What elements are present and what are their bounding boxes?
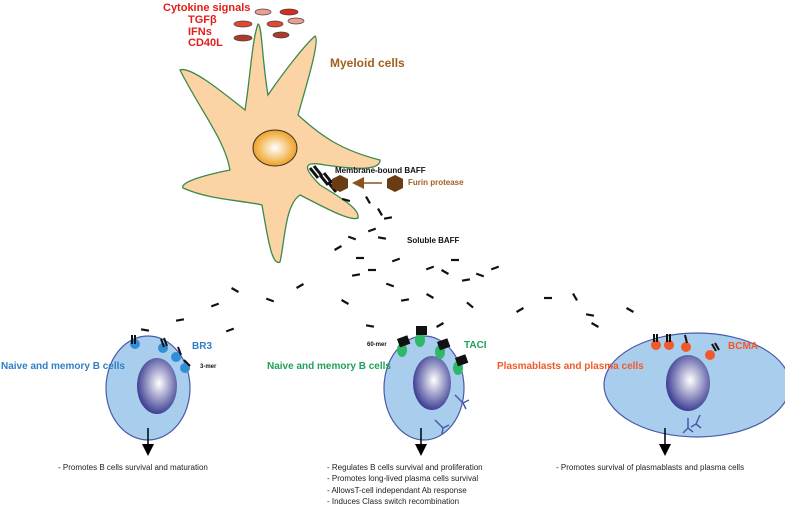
baff-fragment (351, 273, 361, 277)
cytokine-cd40l: CD40L (188, 37, 223, 49)
baff-fragment (466, 301, 474, 309)
receptor-br3: BR3 (192, 341, 212, 352)
baff-fragment (515, 307, 525, 313)
baff-fragment (590, 322, 600, 328)
effect-arrows (142, 428, 671, 456)
baff-fragment (140, 328, 150, 332)
soluble-baff-fragments (140, 195, 635, 333)
nucleus (413, 356, 451, 410)
b-cell-taci (383, 335, 465, 441)
effect-taci-1: - Promotes long-lived plasma cells survi… (327, 474, 478, 483)
baff-fragment (572, 292, 578, 302)
effect-bcma-0: - Promotes survival of plasmablasts and … (556, 463, 744, 472)
receptor-bcma: BCMA (728, 341, 758, 352)
cell-label-bcma: Plasmablasts and plasma cells (497, 361, 644, 372)
baff-fragment (377, 207, 383, 217)
baff-fragment (333, 245, 343, 251)
myeloid-label: Myeloid cells (330, 56, 405, 70)
cell-label-taci: Naive and memory B cells (267, 361, 391, 372)
note-60mer: 60-mer (367, 342, 387, 348)
baff-fragment (475, 272, 485, 278)
cytokine-tgfb: TGFβ (188, 14, 217, 26)
baff-fragment (365, 324, 375, 328)
myeloid-nucleus (252, 129, 298, 167)
cytokine-title: Cytokine signals (163, 2, 250, 14)
note-3mer: 3-mer (200, 364, 217, 370)
baff-fragment (225, 327, 235, 333)
baff-fragment (347, 235, 357, 241)
cell-label-br3: Naive and memory B cells (1, 361, 125, 372)
baff-fragment (265, 297, 275, 303)
nucleus (137, 358, 177, 414)
baff-fragment (435, 322, 445, 328)
baff-fragment (175, 318, 185, 322)
furin-protease-icon (387, 175, 403, 192)
bcma-receptors (651, 334, 720, 434)
baff-fragment (385, 282, 395, 288)
plasma-cell-bcma (603, 332, 785, 438)
baff-fragment (367, 227, 377, 233)
baff-fragment (341, 197, 351, 203)
effect-taci-3: - Induces Class switch recombination (327, 497, 459, 506)
cytokine-molecules (233, 8, 305, 42)
br3-receptors (130, 335, 191, 373)
effect-br3-0: - Promotes B cells survival and maturati… (58, 463, 208, 472)
cytokine-ifns: IFNs (188, 26, 212, 38)
soluble-baff-label: Soluble BAFF (407, 236, 460, 245)
baff-fragment (210, 302, 220, 308)
taci-receptors (396, 326, 470, 435)
baff-fragment (230, 287, 240, 293)
effect-taci-2: - AllowsT-cell independant Ab response (327, 486, 467, 495)
furin-label: Furin protease (408, 178, 464, 187)
baff-fragment (383, 216, 393, 220)
nucleus (666, 355, 710, 411)
baff-fragment (377, 236, 387, 240)
baff-fragment (425, 265, 435, 271)
baff-fragment (585, 313, 595, 317)
baff-fragment (340, 299, 350, 305)
baff-fragment (391, 257, 401, 263)
baff-fragment (400, 298, 410, 302)
receptor-taci: TACI (464, 340, 487, 351)
baff-fragment (295, 283, 305, 289)
baff-fragment (440, 269, 450, 275)
baff-fragment (425, 293, 435, 299)
furin-bound-icon (332, 175, 348, 192)
baff-fragment (490, 265, 500, 271)
baff-fragment (365, 195, 371, 205)
membrane-baff-label: Membrane-bound BAFF (335, 166, 426, 175)
baff-fragment (625, 307, 635, 313)
b-cell-br3 (105, 335, 191, 441)
baff-fragment (461, 278, 471, 282)
effect-taci-0: - Regulates B cells survival and prolife… (327, 463, 483, 472)
